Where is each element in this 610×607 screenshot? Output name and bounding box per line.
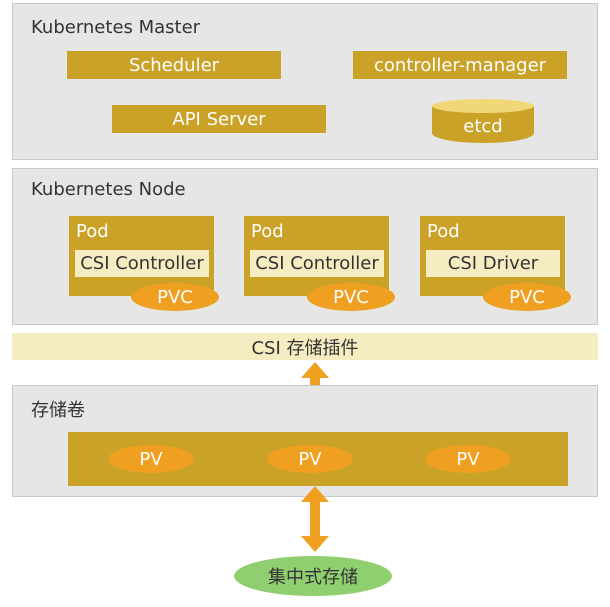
pod-csi-driver: Pod CSI Driver xyxy=(420,216,565,296)
api-server-box: API Server xyxy=(112,105,326,133)
pod-title: Pod xyxy=(251,221,284,242)
pod-title: Pod xyxy=(427,221,460,242)
scheduler-box: Scheduler xyxy=(67,51,281,79)
node-title: Kubernetes Node xyxy=(31,179,186,200)
pv-ellipse: PV xyxy=(267,445,353,473)
double-arrow-icon xyxy=(301,486,329,552)
pod-csi-controller-2: Pod CSI Controller xyxy=(244,216,389,296)
etcd-database: etcd xyxy=(432,99,534,143)
csi-plugin-band: CSI 存储插件 xyxy=(12,333,598,360)
volume-title: 存储卷 xyxy=(31,400,85,421)
pvc-ellipse: PVC xyxy=(131,283,219,311)
master-panel: Kubernetes Master Scheduler controller-m… xyxy=(12,3,598,160)
controller-manager-box: controller-manager xyxy=(353,51,567,79)
central-storage: 集中式存储 xyxy=(234,556,392,596)
pod-title: Pod xyxy=(76,221,109,242)
master-title: Kubernetes Master xyxy=(31,17,201,38)
pv-ellipse: PV xyxy=(108,445,194,473)
etcd-cylinder-top xyxy=(432,99,534,113)
pv-ellipse: PV xyxy=(425,445,511,473)
pod-component: CSI Driver xyxy=(426,250,560,277)
node-panel: Kubernetes Node Pod CSI Controller PVC P… xyxy=(12,168,598,325)
etcd-label: etcd xyxy=(463,116,503,137)
pod-component: CSI Controller xyxy=(250,250,384,277)
pvc-ellipse: PVC xyxy=(307,283,395,311)
pod-component: CSI Controller xyxy=(75,250,209,277)
pod-csi-controller-1: Pod CSI Controller xyxy=(69,216,214,296)
pv-band: PV PV PV xyxy=(68,432,568,486)
pvc-ellipse: PVC xyxy=(483,283,571,311)
